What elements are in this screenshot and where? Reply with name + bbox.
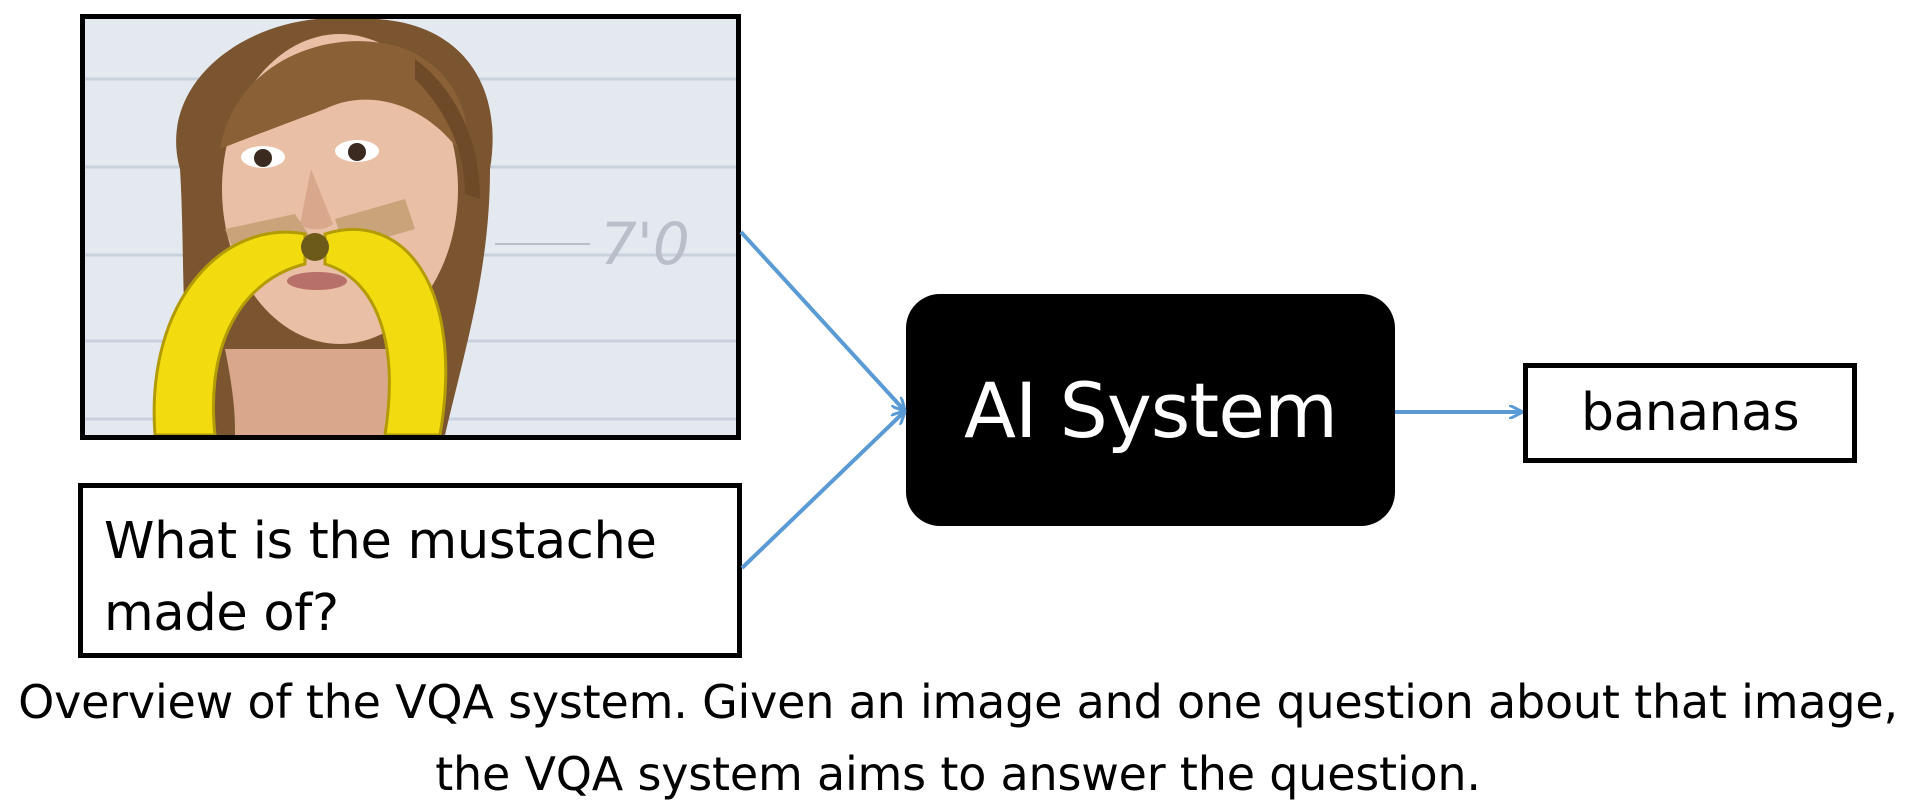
ai-system-box: AI System <box>906 294 1395 526</box>
arrow-question-to-ai <box>740 412 904 570</box>
figure-caption: Overview of the VQA system. Given an ima… <box>0 666 1916 810</box>
caption-line-2: the VQA system aims to answer the questi… <box>435 747 1481 801</box>
answer-label: bananas <box>1580 383 1800 443</box>
woman-banana-mustache-photo: 7'0 <box>85 19 736 435</box>
answer-box: bananas <box>1523 363 1857 463</box>
question-line-2: made of? <box>104 584 339 643</box>
arrow-image-to-ai <box>739 230 904 410</box>
question-line-1: What is the mustache <box>104 512 657 571</box>
caption-line-1: Overview of the VQA system. Given an ima… <box>18 675 1898 729</box>
wall-marking: 7'0 <box>600 210 690 278</box>
input-image: 7'0 <box>80 14 741 440</box>
question-box: What is the mustache made of? <box>78 483 742 658</box>
ai-system-label: AI System <box>964 365 1338 455</box>
